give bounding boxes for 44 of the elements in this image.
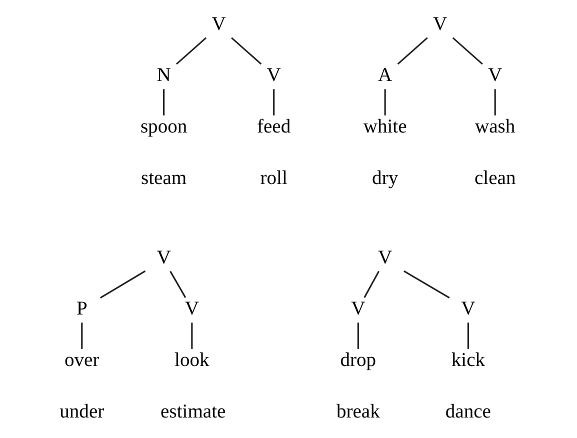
node-text: V [378,247,392,268]
node-text: V [433,14,448,35]
label: roll [260,168,288,189]
connector [384,89,386,116]
node-text: over [64,350,100,372]
node-text: kick [451,350,486,372]
connector [273,89,275,116]
connector [176,37,207,65]
connector [100,270,146,298]
label: under [60,401,104,422]
connector [452,37,483,65]
node-text: white [363,116,407,138]
node-text: V [212,14,226,35]
connector [231,37,262,65]
node-text: V [184,298,199,320]
node-text: P [76,298,88,320]
node-text: V [461,298,476,320]
node-text: A [378,65,392,86]
connector [467,322,469,349]
node-text: wash [475,116,516,138]
connector [404,270,450,298]
label: clean [474,168,516,189]
node-text: feed [257,116,291,138]
label: estimate [160,401,226,422]
label: dance [445,401,491,422]
label: break [336,401,380,422]
node-text: V [488,65,502,86]
connector [494,89,496,116]
label: steam [141,168,187,189]
connector [81,322,83,349]
node-text: V [266,65,281,86]
node-text: V [351,298,366,320]
connector [170,270,186,298]
label: dry [372,168,398,189]
connector [191,322,193,349]
connector [163,89,165,116]
connector [364,270,380,298]
connector [357,322,359,349]
node-text: spoon [140,116,188,138]
node-text: N [156,65,171,86]
node-text: drop [340,350,376,372]
node-text: V [156,247,171,268]
connector [397,37,428,65]
node-text: look [174,350,210,372]
